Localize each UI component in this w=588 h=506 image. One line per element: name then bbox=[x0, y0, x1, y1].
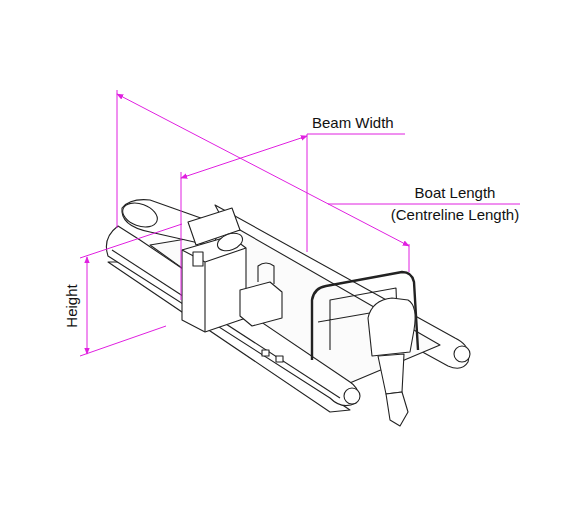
a-frame bbox=[312, 272, 418, 360]
dimension-line bbox=[181, 136, 307, 178]
tube-cap bbox=[344, 388, 360, 404]
bow-end bbox=[119, 199, 160, 232]
outboard-cowling bbox=[368, 298, 415, 356]
outboard-leg bbox=[378, 354, 404, 394]
throttle bbox=[193, 252, 203, 266]
steering-wheel bbox=[215, 230, 245, 254]
grab-handle bbox=[276, 356, 283, 362]
console-edge bbox=[182, 248, 246, 332]
extension-line bbox=[80, 224, 182, 356]
dimension-label: Beam Width bbox=[312, 112, 394, 134]
port-tube bbox=[106, 226, 358, 406]
dimension-line bbox=[117, 94, 409, 246]
dimension-line bbox=[87, 257, 88, 354]
leader-line bbox=[328, 204, 520, 205]
seat-handle bbox=[258, 263, 274, 284]
seat bbox=[240, 282, 282, 326]
extension-line bbox=[181, 134, 307, 300]
dimension-label: Height bbox=[61, 284, 83, 327]
outboard-propeller bbox=[386, 392, 408, 426]
console bbox=[182, 236, 246, 332]
tube-cap bbox=[454, 346, 470, 362]
boat-drawing bbox=[106, 199, 470, 426]
dimension-label: Boat Length (Centreline Length) bbox=[380, 182, 530, 226]
leader-line bbox=[307, 134, 405, 135]
grab-handle bbox=[262, 350, 269, 356]
extension-line bbox=[117, 90, 409, 272]
